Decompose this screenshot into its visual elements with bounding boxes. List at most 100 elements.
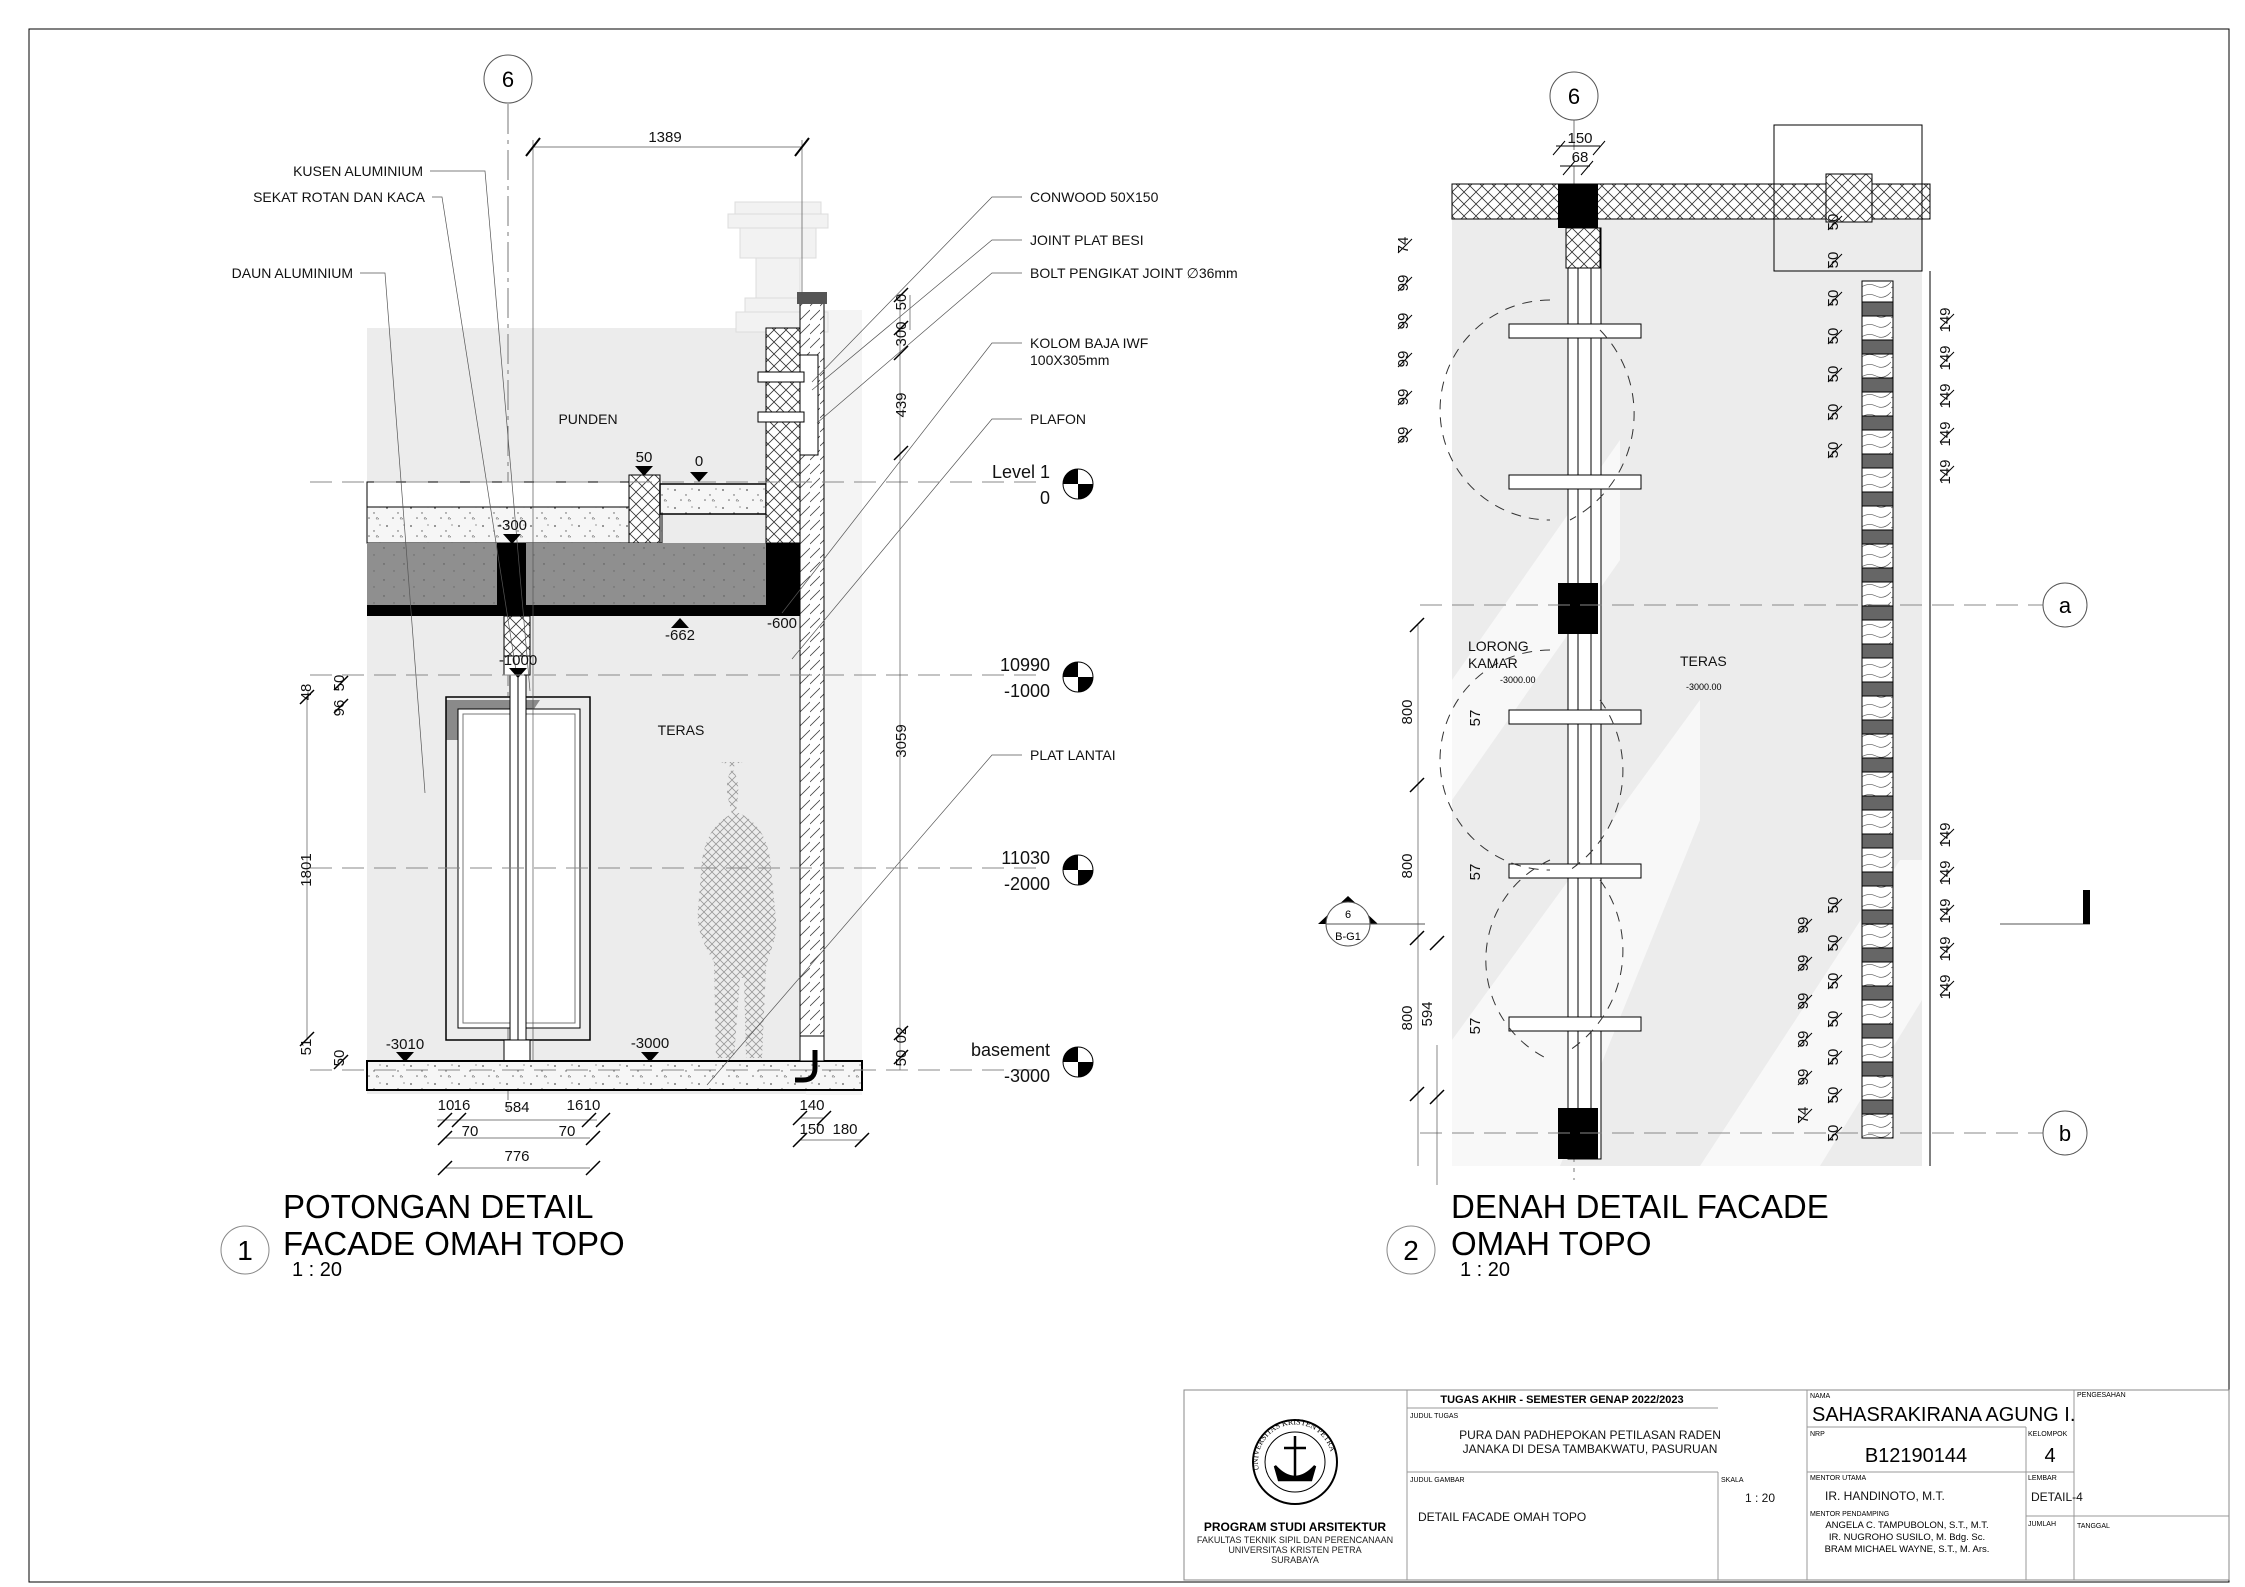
- dim-1389: 1389: [648, 129, 681, 146]
- dim: 50: [893, 294, 910, 311]
- grid-bubble-b-label: b: [2059, 1121, 2071, 1146]
- slat: [1861, 339, 1894, 355]
- title-block-header: TUGAS AKHIR - SEMESTER GENAP 2022/2023: [1440, 1394, 1683, 1406]
- slat-dim: 149: [1937, 345, 1954, 370]
- slat: [1861, 985, 1894, 1001]
- ceiling-beam: [367, 543, 800, 605]
- dim: 50: [331, 1050, 348, 1067]
- spot-elev: -3010: [386, 1036, 424, 1053]
- dim-tick: [1827, 291, 1843, 307]
- callout-kolom-baja: KOLOM BAJA IWF: [1030, 335, 1148, 351]
- slat-dim: 149: [1937, 974, 1954, 999]
- slat-dim: 99: [1395, 427, 1412, 444]
- room-label-teras: TERAS: [658, 722, 705, 738]
- dim: 57: [1467, 1018, 1484, 1035]
- dim-tick: [1827, 1088, 1843, 1104]
- door-swing-arcs: [1439, 299, 1635, 1061]
- slat: [1861, 415, 1894, 431]
- bolt: [757, 371, 805, 383]
- slat-dim: 99: [1395, 351, 1412, 368]
- dim-tick: [1939, 828, 1955, 844]
- slat: [1861, 643, 1894, 659]
- slat-dim: 149: [1937, 822, 1954, 847]
- view-scale: 1 : 20: [1460, 1259, 1510, 1281]
- label-lembar: LEMBAR: [2028, 1475, 2057, 1482]
- judul-tugas-line2: JANAKA DI DESA TAMBAKWATU, PASURUAN: [1463, 1442, 1718, 1456]
- dim: 57: [1467, 864, 1484, 881]
- spot-elev: -1000: [499, 652, 537, 669]
- conwood-column: [765, 327, 801, 544]
- level-name: Level 1: [992, 462, 1050, 482]
- dim-tick: [1827, 367, 1843, 383]
- dim: 300: [893, 321, 910, 346]
- dim-tick: [1827, 936, 1843, 952]
- level-target-icon: [1062, 468, 1094, 500]
- dims-plan-left: 800 800 800 594 57 57 57: [1399, 617, 1484, 1185]
- dim: 800: [1399, 853, 1416, 878]
- label-judul-tugas: JUDUL TUGAS: [1410, 1413, 1459, 1420]
- dim-tick: [1797, 1070, 1813, 1086]
- slat-dim: 99: [1795, 993, 1812, 1010]
- label-nrp: NRP: [1810, 1431, 1825, 1438]
- section-marker[interactable]: 6 B-G1: [1318, 896, 1425, 947]
- room-label-punden: PUNDEN: [558, 411, 617, 427]
- spot-elev: -300: [497, 517, 527, 534]
- grid-bubble-label: 6: [1568, 84, 1580, 109]
- dim: 800: [1399, 699, 1416, 724]
- slat: [1861, 681, 1894, 697]
- slat: [1861, 871, 1894, 887]
- grid-bubble-a-label: a: [2059, 593, 2072, 618]
- slat-dim: 74: [1795, 1107, 1812, 1124]
- dim: 57: [1467, 710, 1484, 727]
- curb-block: [628, 474, 661, 544]
- slat-dim: 149: [1937, 307, 1954, 332]
- label-skala: SKALA: [1721, 1477, 1744, 1484]
- view-title-2: 2 DENAH DETAIL FACADE OMAH TOPO 1 : 20: [1386, 1188, 1829, 1281]
- dim: 51: [298, 1039, 315, 1056]
- slat: [1861, 605, 1894, 621]
- university-name: UNIVERSITAS KRISTEN PETRA: [1228, 1545, 1361, 1555]
- slat-dim: 149: [1937, 383, 1954, 408]
- dim-tick: [1827, 215, 1843, 231]
- slat-dim: 50: [1825, 442, 1842, 459]
- slat-dim: 149: [1937, 421, 1954, 446]
- level-target-icon: [1062, 1046, 1094, 1078]
- spot-elev: 50: [636, 449, 653, 466]
- level-elevation: -3000: [1004, 1066, 1050, 1086]
- view-scale: 1 : 20: [292, 1259, 342, 1281]
- view-number: 2: [1403, 1235, 1419, 1266]
- judul-tugas-line1: PURA DAN PADHEPOKAN PETILASAN RADEN: [1459, 1428, 1721, 1442]
- label-kelompok: KELOMPOK: [2028, 1431, 2068, 1438]
- view-title-line1: DENAH DETAIL FACADE: [1451, 1188, 1829, 1225]
- slat-dim: 149: [1937, 459, 1954, 484]
- dim-tick: [1397, 314, 1413, 330]
- dims-bottom: 10 16 584 16 10 70 70 776 140 150 180: [437, 1097, 870, 1176]
- fins: [1508, 323, 1642, 1032]
- callout-joint-plat-besi: JOINT PLAT BESI: [1030, 232, 1144, 248]
- city-name: SURABAYA: [1271, 1555, 1319, 1565]
- room-elevation: -3000.00: [1686, 682, 1722, 692]
- label-nama: NAMA: [1810, 1393, 1831, 1400]
- dims-left: 48 50 96 1801 51 50: [298, 675, 349, 1070]
- callout-plafon: PLAFON: [1030, 411, 1086, 427]
- level-elevation: -2000: [1004, 874, 1050, 894]
- grid-bubble-label: 6: [502, 67, 514, 92]
- slat-dim: 50: [1825, 1087, 1842, 1104]
- slat-dim: 50: [1825, 973, 1842, 990]
- slat-dim: 50: [1825, 935, 1842, 952]
- dim: 02: [893, 1027, 910, 1044]
- slat: [1861, 1099, 1894, 1115]
- slat-dim: 50: [1825, 1049, 1842, 1066]
- label-judul-gambar: JUDUL GAMBAR: [1410, 1477, 1465, 1484]
- mentor-utama: IR. HANDINOTO, M.T.: [1825, 1489, 1945, 1503]
- mentor-pendamping: IR. NUGROHO SUSILO, M. Bdg. Sc.: [1829, 1532, 1985, 1543]
- dim: 439: [893, 392, 910, 417]
- section-detail-drawing: 6 1389 KUSEN ALUMINIUM: [220, 54, 1238, 1281]
- dim-tick: [1797, 1108, 1813, 1124]
- dim-tick: [1827, 253, 1843, 269]
- callouts-left: KUSEN ALUMINIUM SEKAT ROTAN DAN KACA DAU…: [232, 163, 531, 794]
- section-marker-sheet: B-G1: [1335, 931, 1361, 943]
- slat-dim: 149: [1937, 860, 1954, 885]
- dim: 584: [504, 1099, 529, 1116]
